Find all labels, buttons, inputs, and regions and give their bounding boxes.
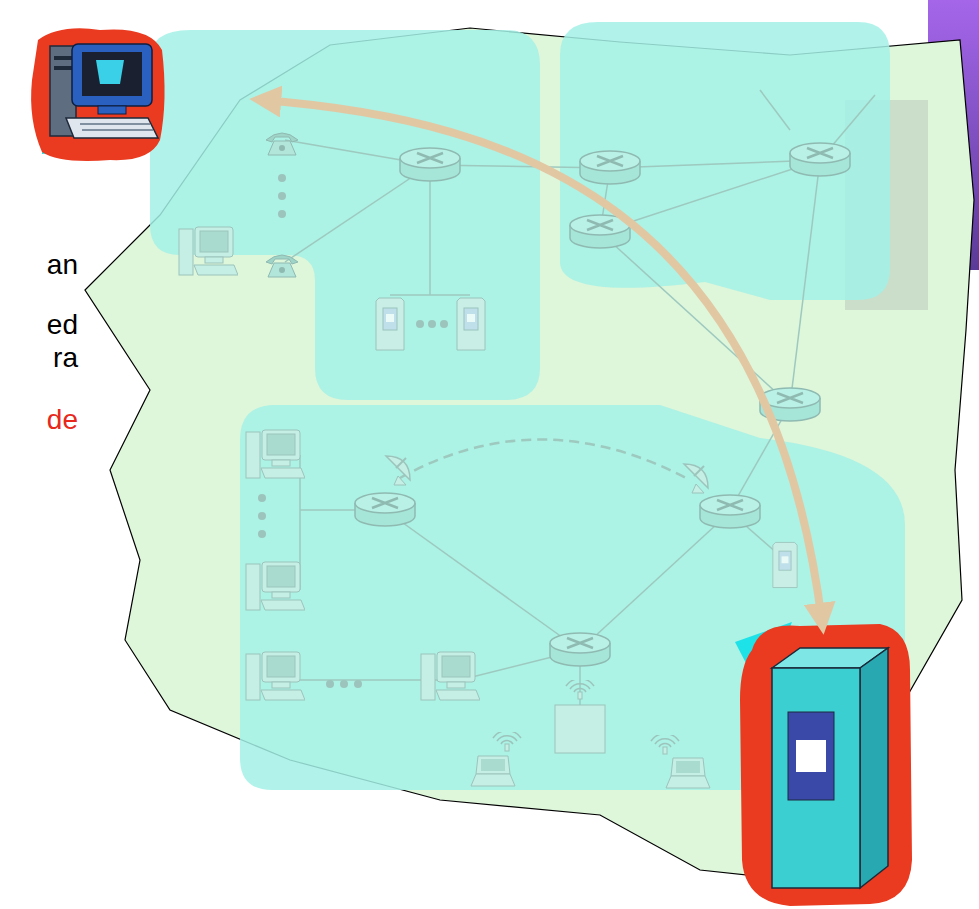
core-region	[560, 22, 890, 300]
router-icon	[580, 151, 640, 184]
ellipsis-dots	[326, 680, 362, 688]
satellite-dish	[684, 464, 708, 493]
phone-icon	[266, 133, 298, 155]
host-highlight	[740, 624, 912, 906]
server-machine	[772, 648, 888, 888]
server-side	[860, 648, 888, 888]
text-fragment: an	[47, 249, 78, 281]
satellite-dish	[386, 456, 410, 485]
host-icon	[246, 430, 305, 478]
link	[285, 165, 430, 262]
link	[600, 232, 790, 405]
pc-keyboard	[66, 118, 158, 138]
wireless-symbol	[493, 731, 521, 751]
server-icon	[773, 542, 797, 587]
end-to-end-arrow	[262, 100, 822, 622]
router-icon	[790, 143, 850, 176]
link	[610, 160, 820, 168]
pc-screen	[82, 52, 142, 96]
ellipsis-dots	[258, 494, 266, 538]
text-fragment: ed	[47, 309, 78, 341]
pc-stand	[98, 106, 126, 114]
link	[790, 160, 820, 405]
server-display	[796, 740, 826, 772]
router-icon	[550, 633, 610, 666]
laptop-icon	[471, 756, 515, 786]
laptop-icon	[666, 758, 710, 788]
host-icon	[421, 652, 480, 700]
text-fragment: ra	[53, 342, 78, 374]
pc-monitor	[72, 44, 152, 106]
link	[385, 510, 580, 650]
ellipsis-dots	[416, 320, 448, 328]
text-fragment: de	[47, 404, 78, 436]
host-icon	[246, 562, 305, 610]
pc-tower-slot	[54, 66, 72, 70]
pc-keys	[80, 124, 153, 130]
phone-icon	[266, 255, 298, 277]
pc-tower-slot	[54, 56, 72, 60]
server-icon	[376, 298, 404, 350]
link	[760, 90, 790, 130]
host-highlight	[31, 28, 164, 161]
ellipsis-dots	[278, 174, 286, 218]
router-icon	[700, 495, 760, 528]
wireless-symbol	[566, 679, 594, 699]
server-panel	[788, 712, 834, 800]
network-cloud	[85, 28, 974, 890]
access-region	[150, 30, 540, 400]
router-icon	[400, 148, 460, 181]
client-computer	[50, 44, 158, 138]
pc-screen-glow	[96, 60, 124, 84]
base-station	[555, 705, 605, 753]
wireless-symbol	[651, 734, 679, 754]
host-icon	[246, 652, 305, 700]
host-icon	[179, 227, 238, 275]
server-front	[772, 668, 860, 888]
link	[580, 512, 730, 650]
link	[390, 165, 470, 295]
server-icon	[457, 298, 485, 350]
satellite-link	[400, 439, 690, 480]
router-icon	[355, 493, 415, 526]
